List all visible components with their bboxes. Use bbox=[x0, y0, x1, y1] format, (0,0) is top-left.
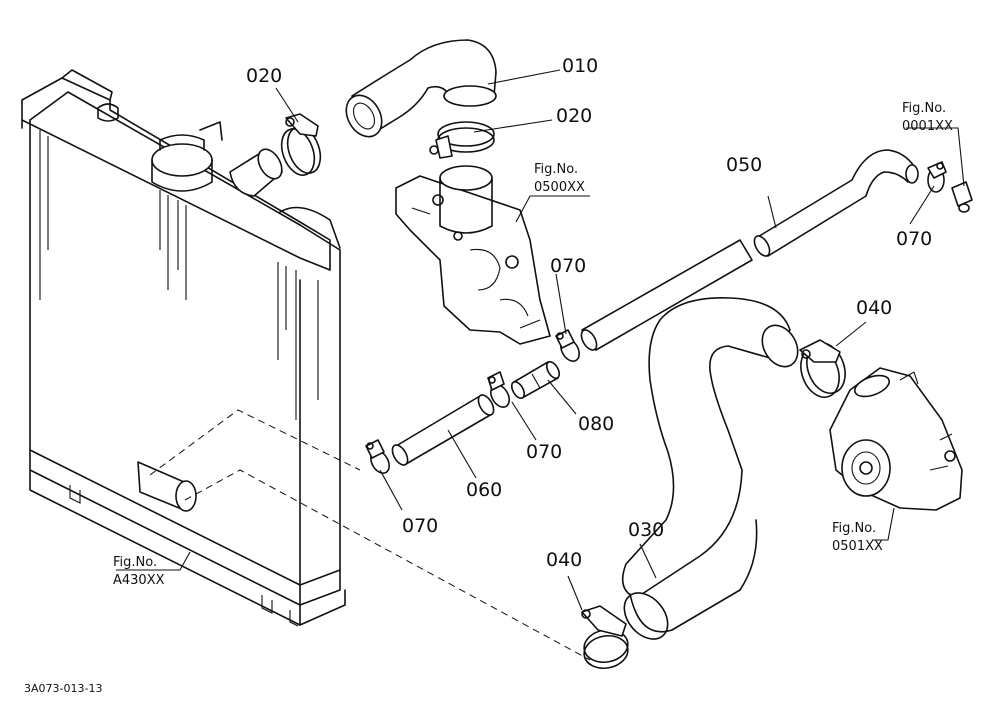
lower-hose-030 bbox=[621, 297, 799, 640]
label-040: 040 bbox=[546, 549, 582, 571]
clamp-020-left bbox=[280, 113, 322, 176]
water-pump bbox=[829, 367, 963, 511]
upper-hose-010 bbox=[345, 39, 497, 138]
fig-ref-0501-number: 0501XX bbox=[832, 539, 883, 554]
leader-lines bbox=[116, 69, 965, 611]
thermostat-housing bbox=[395, 165, 551, 345]
clamp-040-right bbox=[799, 339, 846, 398]
label-060: 060 bbox=[466, 479, 502, 501]
clamp-070-mid bbox=[487, 371, 510, 408]
fig-ref-a430-title: Fig.No. bbox=[113, 555, 157, 570]
radiator bbox=[21, 69, 591, 661]
figure-refs: Fig.No. 0500XX Fig.No. 0001XX Fig.No. 05… bbox=[113, 101, 953, 588]
fig-ref-0500-number: 0500XX bbox=[534, 180, 585, 195]
clamp-040-bottom bbox=[581, 605, 629, 670]
clamp-020-right bbox=[429, 121, 495, 159]
fig-ref-0501-title: Fig.No. bbox=[832, 521, 876, 536]
bolt-fitting bbox=[951, 181, 973, 213]
part-labels: 020 010 020 050 070 070 040 080 070 060 … bbox=[246, 55, 932, 571]
label-080: 080 bbox=[578, 413, 614, 435]
diagram-code: 3A073-013-13 bbox=[24, 682, 102, 695]
label-030: 030 bbox=[628, 519, 664, 541]
label-070: 070 bbox=[402, 515, 438, 537]
fig-ref-a430-number: A430XX bbox=[113, 573, 165, 588]
label-070: 070 bbox=[526, 441, 562, 463]
label-020: 020 bbox=[556, 105, 592, 127]
fig-ref-0500-title: Fig.No. bbox=[534, 162, 578, 177]
label-050: 050 bbox=[726, 154, 762, 176]
radiator-cap-icon bbox=[151, 121, 223, 192]
pipe-080 bbox=[510, 361, 561, 399]
fig-ref-0001-number: 0001XX bbox=[902, 119, 953, 134]
label-070: 070 bbox=[550, 255, 586, 277]
label-010: 010 bbox=[562, 55, 598, 77]
clamp-070-left bbox=[365, 439, 390, 474]
fig-ref-0001-title: Fig.No. bbox=[902, 101, 946, 116]
hose-050 bbox=[580, 149, 919, 351]
label-070: 070 bbox=[896, 228, 932, 250]
clamp-070-top-right bbox=[927, 161, 947, 193]
hose-060 bbox=[391, 394, 495, 466]
label-020: 020 bbox=[246, 65, 282, 87]
label-040: 040 bbox=[856, 297, 892, 319]
clamp-070-mid-right bbox=[555, 329, 580, 362]
